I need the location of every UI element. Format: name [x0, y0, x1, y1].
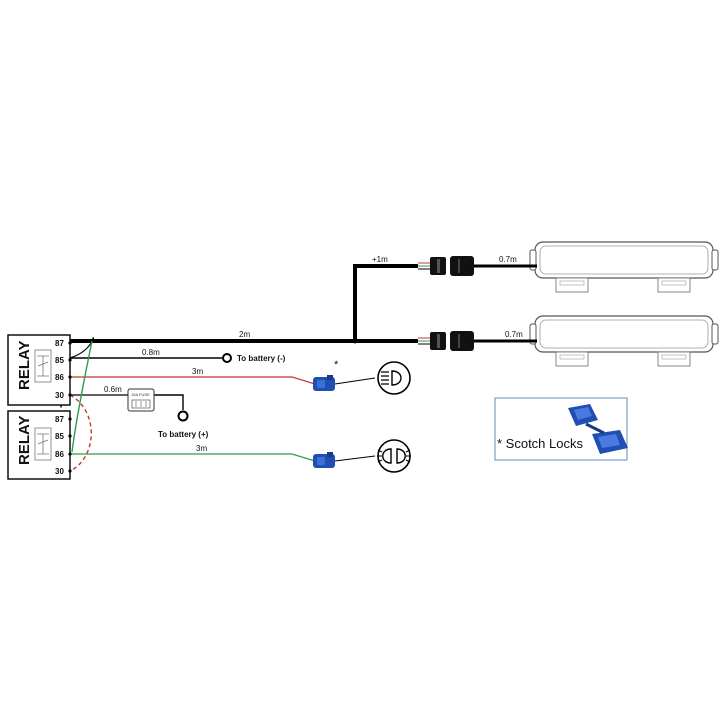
- scotch-lock-1: [313, 375, 335, 391]
- relay-2: [7, 410, 72, 480]
- lowbeam-wire-length: 3m: [196, 444, 207, 453]
- relay-2-pin-87: 87: [55, 415, 64, 424]
- light-bar-bottom: [529, 315, 719, 367]
- relay-1: [7, 334, 72, 406]
- switch-wire-red: [70, 376, 376, 385]
- battery-pos-label: To battery (+): [158, 430, 209, 439]
- low-beam-icon: [377, 439, 411, 473]
- relay-1-pin-87: 87: [55, 339, 64, 348]
- main-wire-length: 2m: [239, 330, 250, 339]
- fuse-label: 15A FUSE: [131, 392, 150, 397]
- fuse-wire-length: 0.6m: [104, 385, 122, 394]
- lowbeam-wire-green: [70, 453, 376, 462]
- scotch-lock-asterisk: *: [334, 359, 339, 371]
- bar1-wire-length: 0.7m: [499, 255, 517, 264]
- legend-text: * Scotch Locks: [497, 436, 583, 451]
- battery-neg-label: To battery (-): [237, 354, 286, 363]
- branch-wire-length: +1m: [372, 255, 388, 264]
- high-beam-icon: [377, 361, 411, 395]
- relay-1-pin-86: 86: [55, 373, 64, 382]
- connector-tails: [418, 262, 430, 345]
- legend-box: [494, 397, 628, 461]
- switch-wire-length: 3m: [192, 367, 203, 376]
- scotch-lock-2: [313, 452, 335, 468]
- relay-1-pin-85: 85: [55, 356, 64, 365]
- ground-wire: [70, 353, 232, 363]
- relay-2-title: RELAY: [16, 416, 33, 465]
- connector-top: [430, 256, 474, 276]
- relay-2-pin-30: 30: [55, 467, 64, 476]
- relay-2-pin-85: 85: [55, 432, 64, 441]
- connector-bottom: [430, 331, 474, 351]
- relay-2-pin-86: 86: [55, 450, 64, 459]
- relay-1-pin-30: 30: [55, 391, 64, 400]
- fuse-wire: [70, 394, 189, 422]
- relay-1-title: RELAY: [16, 341, 33, 390]
- ground-wire-length: 0.8m: [142, 348, 160, 357]
- bar2-wire-length: 0.7m: [505, 330, 523, 339]
- light-bar-top: [529, 241, 719, 293]
- main-power-wires: [70, 264, 537, 344]
- scotch-lock-illustration: [568, 404, 628, 454]
- fuse-holder: [127, 388, 155, 412]
